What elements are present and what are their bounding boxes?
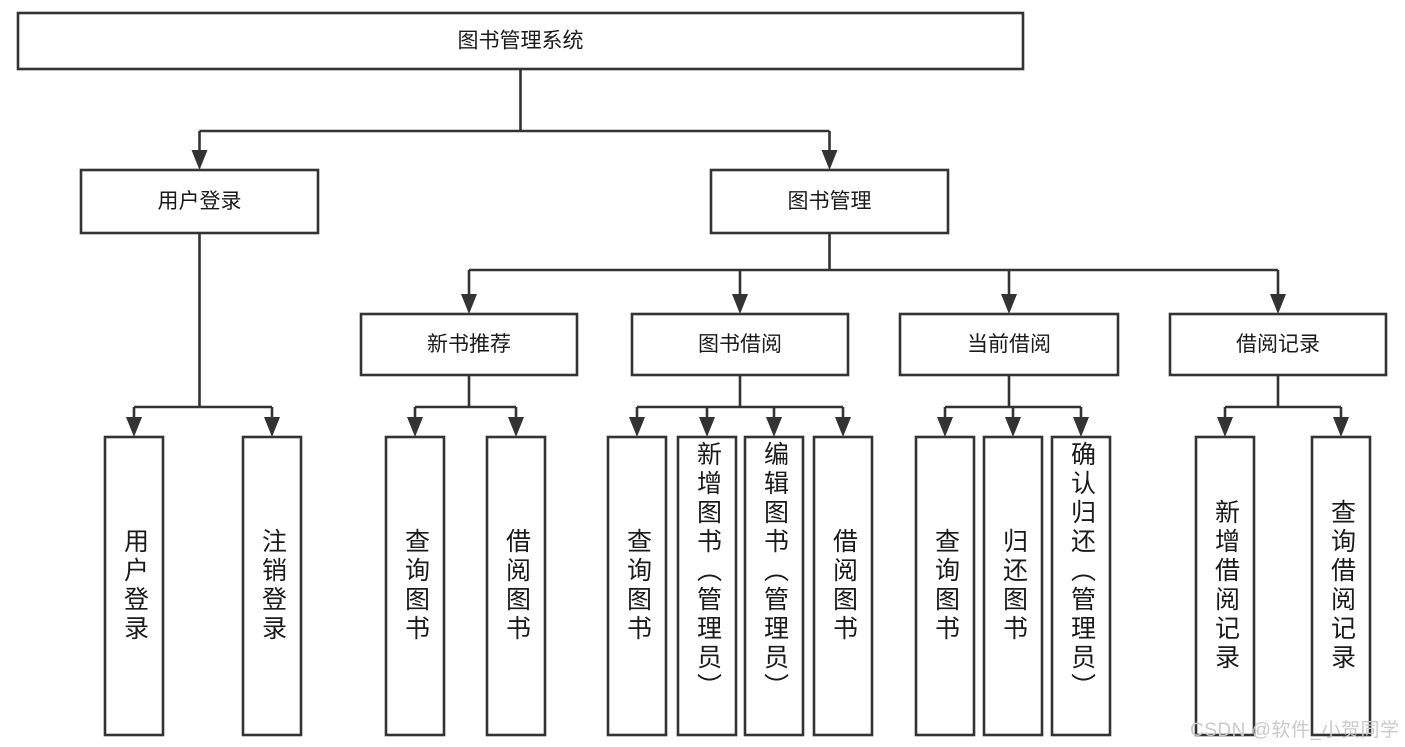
- node-leaf-query-book-2-box: [606, 435, 668, 737]
- node-new-book-recommend-box: [359, 312, 579, 377]
- leaf-return-book-label: 归还图书: [999, 528, 1028, 644]
- node-leaf-borrow-book-2-box: [812, 435, 874, 737]
- node-root-label: 图书管理系统: [458, 30, 584, 53]
- leaf-user-login-label: 用户登录: [120, 528, 149, 644]
- leaf-leaf-return-book: 归还图书: [984, 437, 1042, 735]
- node-leaf-add-record-box: [1194, 435, 1256, 737]
- arrow-borrow-record-to-leaf-query-record: [1333, 417, 1349, 437]
- arrow-book-borrow-to-leaf-add-book: [699, 417, 715, 437]
- leaf-borrow-book-1-label: 借阅图书: [502, 528, 531, 644]
- leaf-add-book-label: 新增图书（管理员）: [693, 441, 722, 702]
- arrow-book-borrow-to-leaf-query-book-2: [629, 417, 645, 437]
- node-leaf-return-book-box: [982, 435, 1044, 737]
- arrow-bookmanage-to-book-borrow: [732, 294, 748, 314]
- leaf-leaf-edit-book: 编辑图书（管理员）: [745, 437, 803, 735]
- connector-edges: [126, 69, 1349, 437]
- node-leaf-confirm-return-box: [1050, 435, 1112, 737]
- node-new-book-recommend-label: 新书推荐: [427, 333, 511, 356]
- leaf-leaf-query-book-1: 查询图书: [386, 437, 444, 735]
- arrow-borrow-record-to-leaf-add-record: [1217, 417, 1233, 437]
- arrow-new-book-recommend-to-leaf-query-book-1: [407, 417, 423, 437]
- leaf-leaf-add-record: 新增借阅记录: [1196, 437, 1254, 735]
- leaf-user-logout-label: 注销登录: [258, 528, 287, 644]
- arrow-current-borrow-to-leaf-return-book: [1005, 417, 1021, 437]
- node-root-box: [16, 11, 1025, 71]
- arrow-current-borrow-to-leaf-query-book-3: [937, 417, 953, 437]
- node-leaf-add-book-box: [676, 435, 738, 737]
- node-borrow-record-box: [1168, 312, 1388, 377]
- node-leaf-edit-book-box: [743, 435, 805, 737]
- leaf-leaf-query-book-2: 查询图书: [608, 437, 666, 735]
- node-current-borrow-box: [898, 312, 1120, 377]
- arrow-bookmanage-to-current-borrow: [1001, 294, 1017, 314]
- node-user-login-box: [79, 168, 320, 235]
- leaf-query-book-1-label: 查询图书: [401, 528, 430, 644]
- arrow-user-login-to-leaf-user-logout: [264, 417, 280, 437]
- leaf-query-book-2-label: 查询图书: [623, 528, 652, 644]
- node-leaf-user-login-box: [103, 435, 165, 737]
- node-current-borrow-label: 当前借阅: [967, 333, 1051, 356]
- leaf-edit-book-label: 编辑图书（管理员）: [760, 441, 789, 702]
- leaf-add-record-label: 新增借阅记录: [1211, 499, 1240, 673]
- arrow-root-to-book-manage: [821, 150, 838, 170]
- arrow-new-book-recommend-to-leaf-borrow-book-1: [508, 417, 524, 437]
- node-book-manage-box: [709, 168, 950, 235]
- arrow-root-to-user-login: [191, 150, 208, 170]
- leaf-leaf-query-book-3: 查询图书: [916, 437, 974, 735]
- csdn-watermark: CSDN @软件_小贺同学: [1190, 720, 1400, 741]
- leaf-leaf-borrow-book-2: 借阅图书: [814, 437, 872, 735]
- arrow-book-borrow-to-leaf-edit-book: [766, 417, 782, 437]
- leaf-leaf-user-login: 用户登录: [105, 437, 163, 735]
- leaf-leaf-borrow-book-1: 借阅图书: [487, 437, 545, 735]
- node-boxes: [16, 11, 1388, 737]
- leaf-leaf-confirm-return: 确认归还（管理员）: [1052, 437, 1110, 735]
- node-leaf-query-book-3-box: [914, 435, 976, 737]
- node-leaf-query-book-1-box: [384, 435, 446, 737]
- leaf-borrow-book-2-label: 借阅图书: [829, 528, 858, 644]
- leaf-query-book-3-label: 查询图书: [931, 528, 960, 644]
- node-leaf-borrow-book-1-box: [485, 435, 547, 737]
- arrow-book-borrow-to-leaf-borrow-book-2: [835, 417, 851, 437]
- arrow-bookmanage-to-borrow-record: [1270, 294, 1286, 314]
- arrow-user-login-to-leaf-user-login: [126, 417, 142, 437]
- node-user-login-label: 用户登录: [158, 190, 242, 213]
- leaf-leaf-query-record: 查询借阅记录: [1312, 437, 1370, 735]
- arrow-current-borrow-to-leaf-confirm-return: [1073, 417, 1089, 437]
- leaf-confirm-return-label: 确认归还（管理员）: [1067, 441, 1096, 702]
- leaf-query-record-label: 查询借阅记录: [1327, 499, 1356, 673]
- leaf-leaf-add-book: 新增图书（管理员）: [678, 437, 736, 735]
- arrow-bookmanage-to-new-book-recommend: [461, 294, 477, 314]
- node-book-borrow-label: 图书借阅: [698, 333, 782, 356]
- node-leaf-user-logout-box: [241, 435, 303, 737]
- leaf-leaf-user-logout: 注销登录: [243, 437, 301, 735]
- node-book-manage-label: 图书管理: [788, 190, 872, 213]
- node-book-borrow-box: [630, 312, 850, 377]
- node-borrow-record-label: 借阅记录: [1236, 333, 1320, 356]
- node-leaf-query-record-box: [1310, 435, 1372, 737]
